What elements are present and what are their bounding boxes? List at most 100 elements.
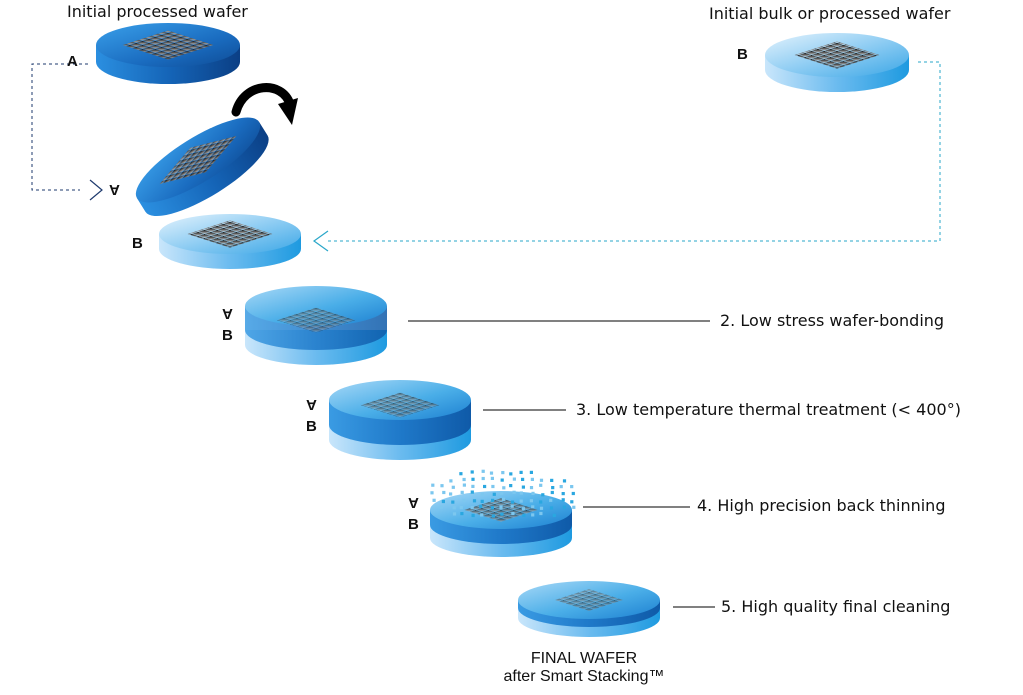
particle — [561, 498, 565, 502]
particle — [512, 490, 516, 494]
particle — [459, 472, 463, 476]
particle — [541, 493, 545, 497]
particle — [539, 500, 543, 504]
particle — [470, 470, 474, 474]
step-label-5: 5. High quality final cleaning — [721, 597, 951, 616]
particle — [571, 491, 575, 496]
particle — [530, 477, 534, 481]
particle — [559, 485, 563, 489]
particle — [491, 498, 495, 502]
letter-a-step-2: A — [222, 305, 233, 322]
particle — [470, 506, 474, 510]
particle — [531, 491, 535, 495]
wafer-b-initial — [765, 33, 909, 92]
flip-arrow-icon — [231, 83, 298, 125]
wafer-b-receiving — [159, 214, 301, 269]
particle — [550, 490, 554, 495]
particle — [572, 505, 576, 509]
particle — [501, 497, 506, 501]
particle — [449, 492, 453, 496]
step-label-3: 3. Low temperature thermal treatment (< … — [576, 400, 961, 419]
particle — [519, 499, 523, 503]
particle — [539, 483, 543, 487]
particle — [483, 484, 487, 489]
particle — [549, 498, 553, 502]
particle — [489, 471, 494, 475]
particle — [460, 512, 464, 516]
letter-b-left: B — [132, 235, 143, 252]
particle — [512, 477, 516, 481]
wafer-stack-bonding — [245, 286, 387, 365]
particle — [491, 484, 495, 489]
particle — [480, 492, 484, 496]
connector-a-flip — [31, 63, 103, 201]
particle — [490, 476, 494, 480]
particle — [550, 478, 554, 482]
particle — [471, 484, 475, 488]
connector-b-receive — [312, 61, 941, 252]
particle — [471, 477, 475, 481]
particle — [570, 485, 574, 489]
particle — [521, 477, 525, 481]
wafer-final — [518, 581, 660, 637]
particle — [479, 504, 483, 508]
title-left: Initial processed wafer — [67, 2, 248, 21]
particle — [432, 498, 436, 502]
particle — [490, 506, 494, 510]
particle — [451, 500, 455, 504]
particle — [552, 513, 556, 517]
particle — [570, 500, 574, 504]
wafer-a-flipped — [135, 117, 269, 217]
particle — [519, 491, 523, 495]
particle — [481, 469, 485, 473]
particle — [462, 477, 466, 482]
particle — [452, 506, 456, 510]
particle — [509, 472, 513, 476]
particle — [441, 499, 445, 504]
particle — [539, 478, 544, 482]
wafer-stack-thinning — [430, 469, 576, 557]
particle — [539, 506, 544, 510]
particle — [519, 470, 523, 474]
particle — [510, 504, 514, 508]
particle — [451, 485, 455, 489]
particle — [521, 485, 525, 489]
final-caption: FINAL WAFER after Smart Stacking™ — [484, 650, 684, 686]
particle — [491, 514, 495, 518]
particle — [460, 490, 464, 494]
particle — [561, 492, 565, 496]
letter-b-right: B — [737, 46, 748, 63]
particle — [431, 483, 435, 487]
wafer-a-initial — [96, 23, 240, 84]
particle — [472, 499, 477, 503]
particle — [549, 506, 554, 510]
letter-a-step-3: A — [306, 396, 317, 413]
particle — [480, 499, 484, 503]
letter-a-flipped: A — [109, 181, 120, 198]
particle — [442, 490, 446, 495]
particle — [499, 505, 503, 509]
particle — [502, 486, 506, 490]
particle — [529, 499, 533, 503]
particle — [430, 491, 434, 495]
particle — [500, 491, 504, 495]
particle — [529, 486, 534, 490]
final-caption-line-1: FINAL WAFER — [530, 650, 638, 667]
final-caption-line-2: after Smart Stacking™ — [503, 668, 665, 685]
letter-b-step-4: B — [408, 516, 419, 533]
particle — [509, 484, 513, 488]
particle — [459, 506, 463, 510]
particle — [562, 505, 566, 509]
particle — [470, 490, 474, 494]
particle — [501, 471, 505, 475]
particle — [439, 505, 443, 509]
particle — [539, 511, 543, 516]
particle — [440, 484, 444, 488]
chip-grid — [122, 30, 214, 60]
step-label-2: 2. Low stress wafer-bonding — [720, 311, 945, 330]
letter-b-step-2: B — [222, 327, 233, 344]
particle — [511, 511, 515, 516]
letter-b-step-3: B — [306, 418, 317, 435]
